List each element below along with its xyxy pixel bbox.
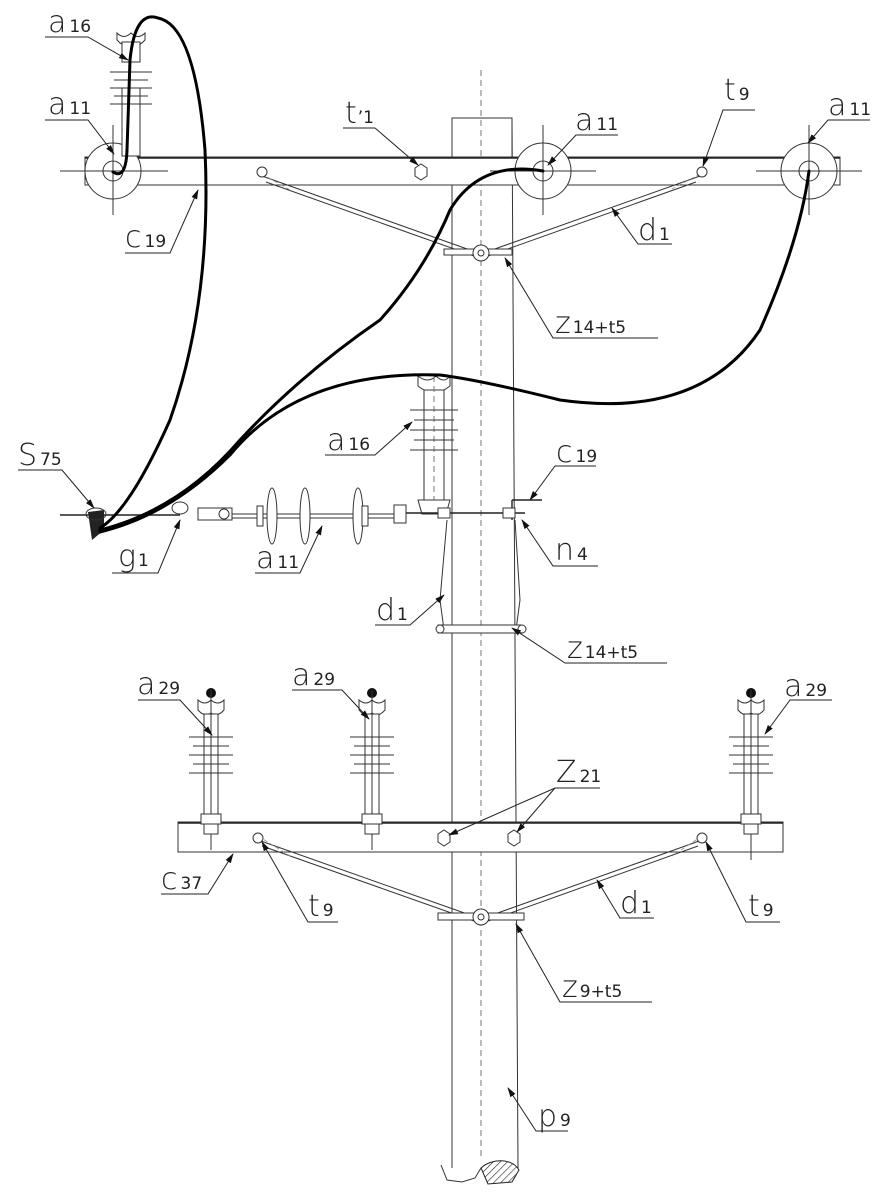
- terminal-clamp-s75: [88, 510, 104, 540]
- pole-section-hatch: [480, 1160, 520, 1185]
- bottom-brace-left: [257, 839, 475, 922]
- clamp-g1: [171, 501, 189, 515]
- angle-bracket-c19: [511, 499, 542, 520]
- cable-from-middle-insulator: [98, 167, 545, 532]
- middle-assembly: [60, 374, 542, 634]
- nut-n4: [502, 507, 516, 519]
- nut-z21-left: [437, 829, 451, 847]
- strain-insulator-string: [60, 487, 407, 545]
- pole-top-cap: [451, 117, 513, 159]
- nut-t1: [414, 163, 428, 181]
- top-brace-left: [261, 175, 475, 257]
- nut-z21-right: [507, 829, 521, 847]
- top-crossarm: [60, 31, 862, 262]
- post-insulator-a16-middle: [410, 374, 458, 515]
- top-brace-right: [487, 175, 701, 257]
- cable-from-right-insulator: [98, 169, 811, 534]
- bottom-brace-right: [487, 839, 703, 922]
- label-t1-prime: t’1: [345, 96, 374, 131]
- leader-lines: [18, 36, 870, 1132]
- cable-from-left-insulator: [98, 15, 208, 530]
- bolt-t9-left-top: [256, 166, 268, 178]
- bolt-t9-right-top: [696, 166, 708, 178]
- post-insulator-a29-right: [729, 688, 773, 860]
- jumper-cables: [98, 15, 811, 534]
- clamp-z14-middle: [437, 624, 523, 634]
- post-insulator-a29-left: [189, 688, 233, 850]
- bolt-t9-left-bottom: [252, 832, 264, 844]
- bolt-t9-right-bottom: [696, 832, 708, 844]
